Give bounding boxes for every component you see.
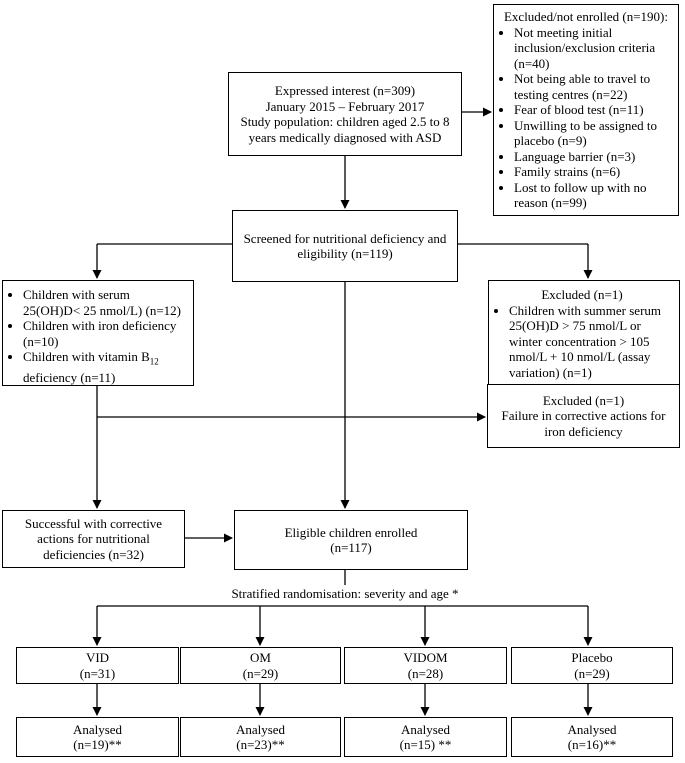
interest-line1: Expressed interest (n=309)	[274, 83, 416, 98]
group-vidom-box: VIDOM (n=28)	[344, 647, 507, 684]
analysed-label: Analysed	[235, 721, 286, 737]
excluded-mid-header: Excluded (n=1)	[541, 287, 623, 302]
analysed-vidom-box: Analysed (n=15) **	[344, 717, 507, 757]
excluded-reason-item: Not being able to travel to testing cent…	[514, 71, 674, 102]
excluded-iron-line1: Excluded (n=1)	[542, 392, 625, 408]
deficiency-item: Children with serum 25(OH)D< 25 nmol/L) …	[23, 287, 189, 318]
excluded-reason-item: Fear of blood test (n=11)	[514, 102, 674, 118]
analysed-n: (n=15) **	[399, 737, 452, 752]
analysed-label: Analysed	[72, 721, 123, 737]
corrective-text: Successful with corrective actions for n…	[24, 515, 163, 562]
enrolled-box: Eligible children enrolled (n=117)	[234, 510, 468, 570]
group-n: (n=28)	[407, 665, 444, 681]
excluded-not-enrolled-box: Excluded/not enrolled (n=190): Not meeti…	[493, 4, 679, 216]
deficiency-box: Children with serum 25(OH)D< 25 nmol/L) …	[2, 280, 194, 386]
excluded-vitamin-d-box: Excluded (n=1) Children with summer seru…	[488, 280, 680, 388]
excluded-reason-item: Unwilling to be assigned to placebo (n=9…	[514, 118, 674, 149]
analysed-n: (n=19)**	[73, 737, 122, 752]
group-n: (n=29)	[574, 665, 610, 681]
deficiency-item: Children with iron deficiency (n=10)	[23, 318, 189, 349]
corrective-actions-box: Successful with corrective actions for n…	[2, 510, 185, 568]
excluded-top-list: Not meeting initial inclusion/exclusion …	[498, 25, 674, 211]
group-n: (n=29)	[242, 665, 279, 681]
group-name: VID	[85, 650, 110, 665]
analysed-label: Analysed	[400, 721, 451, 737]
analysed-placebo-box: Analysed (n=16)**	[511, 717, 673, 757]
excluded-reason-item: Lost to follow up with no reason (n=99)	[514, 180, 674, 211]
analysed-om-box: Analysed (n=23)**	[180, 717, 341, 757]
interest-line2: January 2015 – February 2017	[265, 98, 425, 114]
analysed-vid-box: Analysed (n=19)**	[16, 717, 179, 757]
analysed-label: Analysed	[567, 721, 617, 737]
screened-text: Screened for nutritional deficiency and …	[243, 230, 447, 262]
deficiency-list: Children with serum 25(OH)D< 25 nmol/L) …	[3, 287, 189, 386]
group-om-box: OM (n=29)	[180, 647, 341, 684]
excluded-iron-box: Excluded (n=1) Failure in corrective act…	[487, 384, 680, 448]
group-vid-box: VID (n=31)	[16, 647, 179, 684]
excluded-mid-item: Children with summer serum 25(OH)D > 75 …	[509, 303, 675, 381]
enrolled-line2: (n=117)	[330, 540, 372, 555]
group-n: (n=31)	[79, 665, 116, 681]
excluded-top-header: Excluded/not enrolled (n=190):	[503, 9, 668, 24]
analysed-n: (n=23)**	[236, 737, 285, 752]
excluded-reason-item: Not meeting initial inclusion/exclusion …	[514, 25, 674, 72]
interest-line3: Study population: children aged 2.5 to 8…	[240, 114, 450, 145]
group-name: OM	[250, 650, 271, 665]
enrolled-line1: Eligible children enrolled	[284, 524, 418, 540]
screened-box: Screened for nutritional deficiency and …	[232, 210, 458, 282]
expressed-interest-box: Expressed interest (n=309) January 2015 …	[228, 72, 462, 156]
deficiency-item-b12: Children with vitamin B12 deficiency (n=…	[23, 349, 189, 386]
group-name: Placebo	[571, 650, 613, 665]
randomisation-label: Stratified randomisation: severity and a…	[231, 586, 459, 601]
excluded-reason-item: Language barrier (n=3)	[514, 149, 674, 165]
analysed-n: (n=16)**	[567, 737, 617, 752]
group-placebo-box: Placebo (n=29)	[511, 647, 673, 684]
group-name: VIDOM	[403, 650, 448, 665]
excluded-iron-line2: Failure in corrective actions for iron d…	[501, 408, 666, 439]
excluded-mid-list: Children with summer serum 25(OH)D > 75 …	[489, 303, 675, 381]
excluded-reason-item: Family strains (n=6)	[514, 164, 674, 180]
